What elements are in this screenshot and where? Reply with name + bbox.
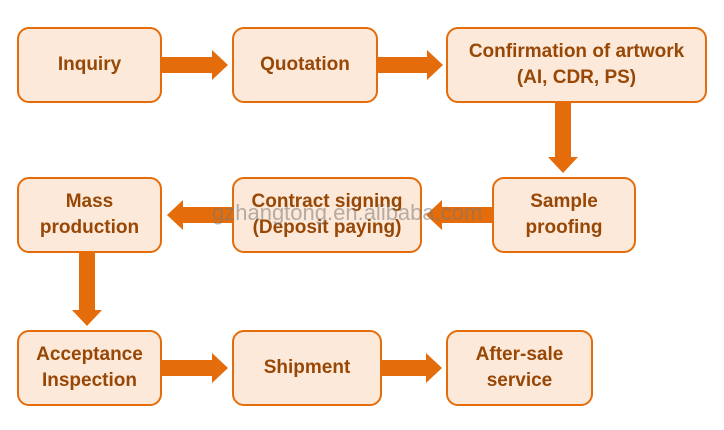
arrow-down-icon <box>72 253 102 326</box>
step-inquiry: Inquiry <box>17 27 162 103</box>
step-acceptance-inspection: Acceptance Inspection <box>17 330 162 406</box>
step-quotation: Quotation <box>232 27 378 103</box>
arrow-left-icon <box>426 200 492 230</box>
step-label: Acceptance Inspection <box>36 344 143 391</box>
arrow-right-icon <box>162 353 228 383</box>
step-label: Contract signing (Deposit paying) <box>251 191 403 238</box>
arrow-right-icon <box>382 353 442 383</box>
step-label: Confirmation of artwork (AI, CDR, PS) <box>468 41 685 88</box>
arrow-left-icon <box>167 200 232 230</box>
step-confirmation-of-artwork: Confirmation of artwork (AI, CDR, PS) <box>446 27 707 103</box>
step-label: Sample proofing <box>525 191 603 238</box>
step-label: Inquiry <box>57 54 122 75</box>
step-label: Quotation <box>260 54 350 75</box>
step-label: After-sale service <box>475 344 564 391</box>
step-sample-proofing: Sample proofing <box>492 177 636 253</box>
step-contract-signing: Contract signing (Deposit paying) <box>232 177 422 253</box>
step-shipment: Shipment <box>232 330 382 406</box>
arrow-down-icon <box>548 103 578 173</box>
step-label: Mass production <box>39 191 140 238</box>
arrow-right-icon <box>378 50 443 80</box>
step-after-sale-service: After-sale service <box>446 330 593 406</box>
step-mass-production: Mass production <box>17 177 162 253</box>
step-label: Shipment <box>263 357 351 378</box>
arrow-right-icon <box>162 50 228 80</box>
